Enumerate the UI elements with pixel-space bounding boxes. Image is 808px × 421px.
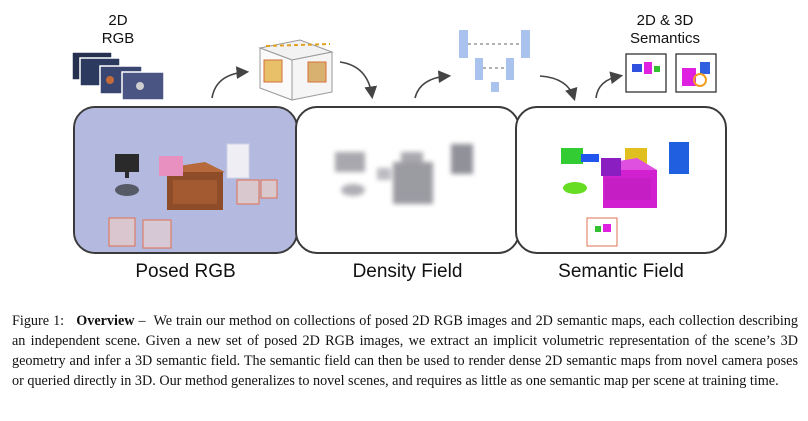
figure-caption: Figure 1: Overview – We train our method… xyxy=(12,311,798,391)
camera-view-thumb xyxy=(260,179,278,199)
car-object xyxy=(115,184,139,196)
semantics-label-line2: Semantics xyxy=(629,30,701,47)
tv-object xyxy=(115,154,139,172)
camera-view-thumb xyxy=(236,179,260,205)
density-field-scene xyxy=(335,144,473,204)
camera-view-thumb xyxy=(142,219,172,249)
caption-dash: – xyxy=(138,313,146,329)
density-field-panel xyxy=(295,106,520,254)
cabinet-object xyxy=(226,143,250,179)
density-blob xyxy=(335,152,365,172)
posed-rgb-scene xyxy=(75,108,296,252)
rgb-input-label: 2D RGB xyxy=(88,12,148,48)
rgb-label-line1: 2D xyxy=(108,12,128,29)
semantic-car xyxy=(563,182,587,194)
semantic-tv xyxy=(561,148,583,164)
panel-title-semantic-field: Semantic Field xyxy=(558,261,684,282)
semantic-field-panel xyxy=(515,106,727,254)
semantic-cabinet xyxy=(669,142,689,174)
caption-text: We train our method on collections of po… xyxy=(12,313,798,389)
panel-title-posed-rgb: Posed RGB xyxy=(135,261,236,282)
semantics-label-line1: 2D & 3D xyxy=(636,12,694,29)
network-icon xyxy=(459,30,530,92)
pipeline-diagram xyxy=(71,30,717,102)
semantics-output-label: 2D & 3D Semantics xyxy=(620,12,710,48)
rgb-image-stack-icon xyxy=(71,51,165,101)
posed-rgb-panel xyxy=(73,106,298,254)
semantic-maps-icon xyxy=(625,53,717,93)
camera-view-thumb xyxy=(108,217,136,247)
panel-title-density-field: Density Field xyxy=(352,261,463,282)
semantic-field-scene xyxy=(561,142,689,247)
rgb-label-line2: RGB xyxy=(101,30,135,47)
pink-box-object xyxy=(159,156,183,176)
figure-label: Figure 1: xyxy=(12,313,65,329)
scene-volume-icon xyxy=(258,39,334,101)
caption-bold-title: Overview xyxy=(76,313,135,329)
semantic-camera-view xyxy=(586,217,618,247)
